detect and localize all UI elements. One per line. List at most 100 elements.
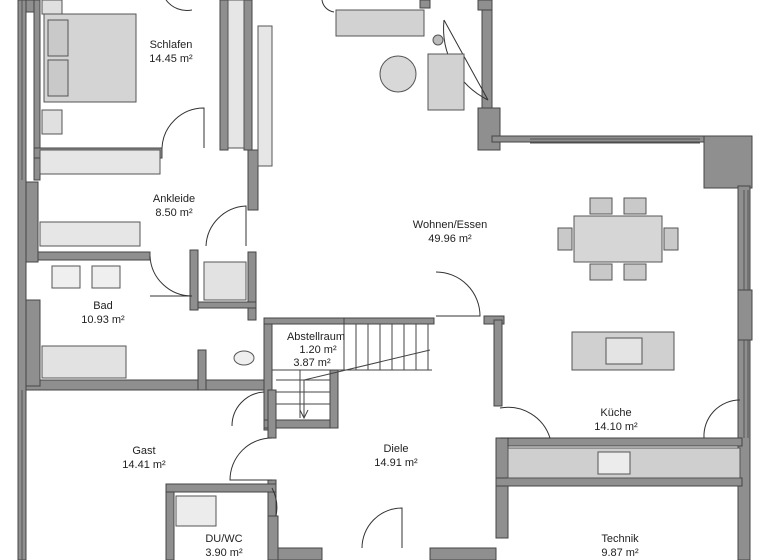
wall-left-lower <box>25 299 41 387</box>
room-name-abstellraum: Abstellraum <box>287 331 345 343</box>
wall-shower-left <box>189 249 199 311</box>
wall-bad-right-lower <box>197 349 207 391</box>
room-area-ankleide: 8.50 m² <box>155 207 193 219</box>
stairs <box>272 324 432 420</box>
wall-bath-right <box>247 251 257 321</box>
chair-3 <box>589 263 613 281</box>
door-front <box>361 507 403 549</box>
shower-duwc <box>175 495 217 527</box>
nightstand-2 <box>41 109 63 135</box>
wall-technik-left <box>495 437 509 539</box>
door-ankleide <box>205 205 247 247</box>
toilet <box>233 350 255 366</box>
wall-left-outer <box>17 0 27 560</box>
dining-table <box>573 215 663 263</box>
wall-diele-right-v <box>493 319 503 407</box>
wall-wardrobe-3 <box>247 149 259 211</box>
bed-pillow-1 <box>47 19 69 57</box>
room-name-technik: Technik <box>601 533 639 545</box>
room-area-abstellraum: 1.20 m² <box>299 344 337 356</box>
door-schlafen <box>161 107 205 149</box>
sink-2 <box>91 265 121 289</box>
room-name-kueche: Küche <box>600 407 631 419</box>
wall-duwc-left <box>165 483 175 560</box>
room-area-diele: 14.91 m² <box>374 457 418 469</box>
room-labels: Schlafen 14.45 m² Ankleide 8.50 m² Bad 1… <box>81 39 639 559</box>
furniture <box>39 0 741 527</box>
room-area-bad: 10.93 m² <box>81 314 125 326</box>
sofa <box>335 9 425 37</box>
wall-mid-left <box>25 181 39 263</box>
wall-living-right <box>481 0 493 121</box>
wall-bottom-1 <box>277 547 323 560</box>
wall-right-corner <box>703 135 753 189</box>
wall-living-corner <box>477 107 501 151</box>
room-area-abstellraum-2: 3.87 m² <box>293 357 331 369</box>
wall-gast-right <box>267 389 277 439</box>
wall-stair-top <box>343 317 435 325</box>
cooktop <box>605 337 643 365</box>
chair-2 <box>623 197 647 215</box>
coffee-table <box>379 55 417 93</box>
room-area-technik: 9.87 m² <box>601 547 639 559</box>
door-swings <box>149 0 741 549</box>
wall-schlafen-top <box>25 0 35 13</box>
door-top-mid <box>321 0 335 13</box>
door-duwc <box>271 487 278 517</box>
door-kueche <box>703 399 741 439</box>
shower <box>203 261 247 301</box>
nightstand-1 <box>41 0 63 15</box>
chair-1 <box>589 197 613 215</box>
wall-technik-top <box>495 437 743 447</box>
room-area-wohnen: 49.96 m² <box>428 233 472 245</box>
wall-abstell-right <box>329 369 339 429</box>
door-abstell <box>231 391 265 427</box>
room-name-schlafen: Schlafen <box>150 39 193 51</box>
room-name-diele: Diele <box>383 443 408 455</box>
armchair <box>427 53 465 111</box>
wall-top-door-left <box>419 0 431 9</box>
wall-top-door-right <box>477 0 493 11</box>
windows <box>21 0 749 560</box>
wall-technik-top2 <box>495 477 743 487</box>
room-area-gast: 14.41 m² <box>122 459 166 471</box>
wall-ankleide-bad <box>25 251 151 261</box>
door-wohnen-diele <box>435 271 481 317</box>
wall-right-mid <box>737 289 753 341</box>
room-name-bad: Bad <box>93 300 113 312</box>
wall-duwc-right <box>267 515 279 560</box>
wall-bad-bottom <box>25 379 199 391</box>
wall-left-inner <box>33 0 41 181</box>
room-area-kueche: 14.10 m² <box>594 421 638 433</box>
door-diele-right <box>499 406 551 439</box>
wall-bad-bottom-2 <box>205 379 271 391</box>
wall-bottom-2 <box>429 547 497 560</box>
room-area-schlafen: 14.45 m² <box>149 53 193 65</box>
chair-5 <box>557 227 573 251</box>
wardrobe-ankleide-2 <box>39 221 141 247</box>
room-name-wohnen: Wohnen/Essen <box>413 219 487 231</box>
wall-wardrobe <box>219 0 229 151</box>
wall-shower-bottom <box>197 301 257 309</box>
wall-duwc-top <box>165 483 277 493</box>
room-name-gast: Gast <box>132 445 155 457</box>
chair-4 <box>623 263 647 281</box>
room-name-duwc: DU/WC <box>205 533 242 545</box>
door-gast <box>229 437 273 481</box>
lamp <box>432 34 444 46</box>
sink-1 <box>51 265 81 289</box>
door-top-left <box>165 0 193 11</box>
wardrobe-vertical-2 <box>257 25 273 167</box>
wardrobe-ankleide-1 <box>39 149 161 175</box>
wall-abstell-top <box>263 317 345 325</box>
bed-pillow-2 <box>47 59 69 97</box>
door-bad <box>149 255 193 297</box>
bathtub <box>41 345 127 379</box>
wall-wardrobe-2 <box>243 0 253 151</box>
room-name-ankleide: Ankleide <box>153 193 195 205</box>
room-area-duwc: 3.90 m² <box>205 547 243 559</box>
wardrobe-vertical <box>227 0 245 149</box>
kitchen-sink <box>597 451 631 475</box>
chair-6 <box>663 227 679 251</box>
